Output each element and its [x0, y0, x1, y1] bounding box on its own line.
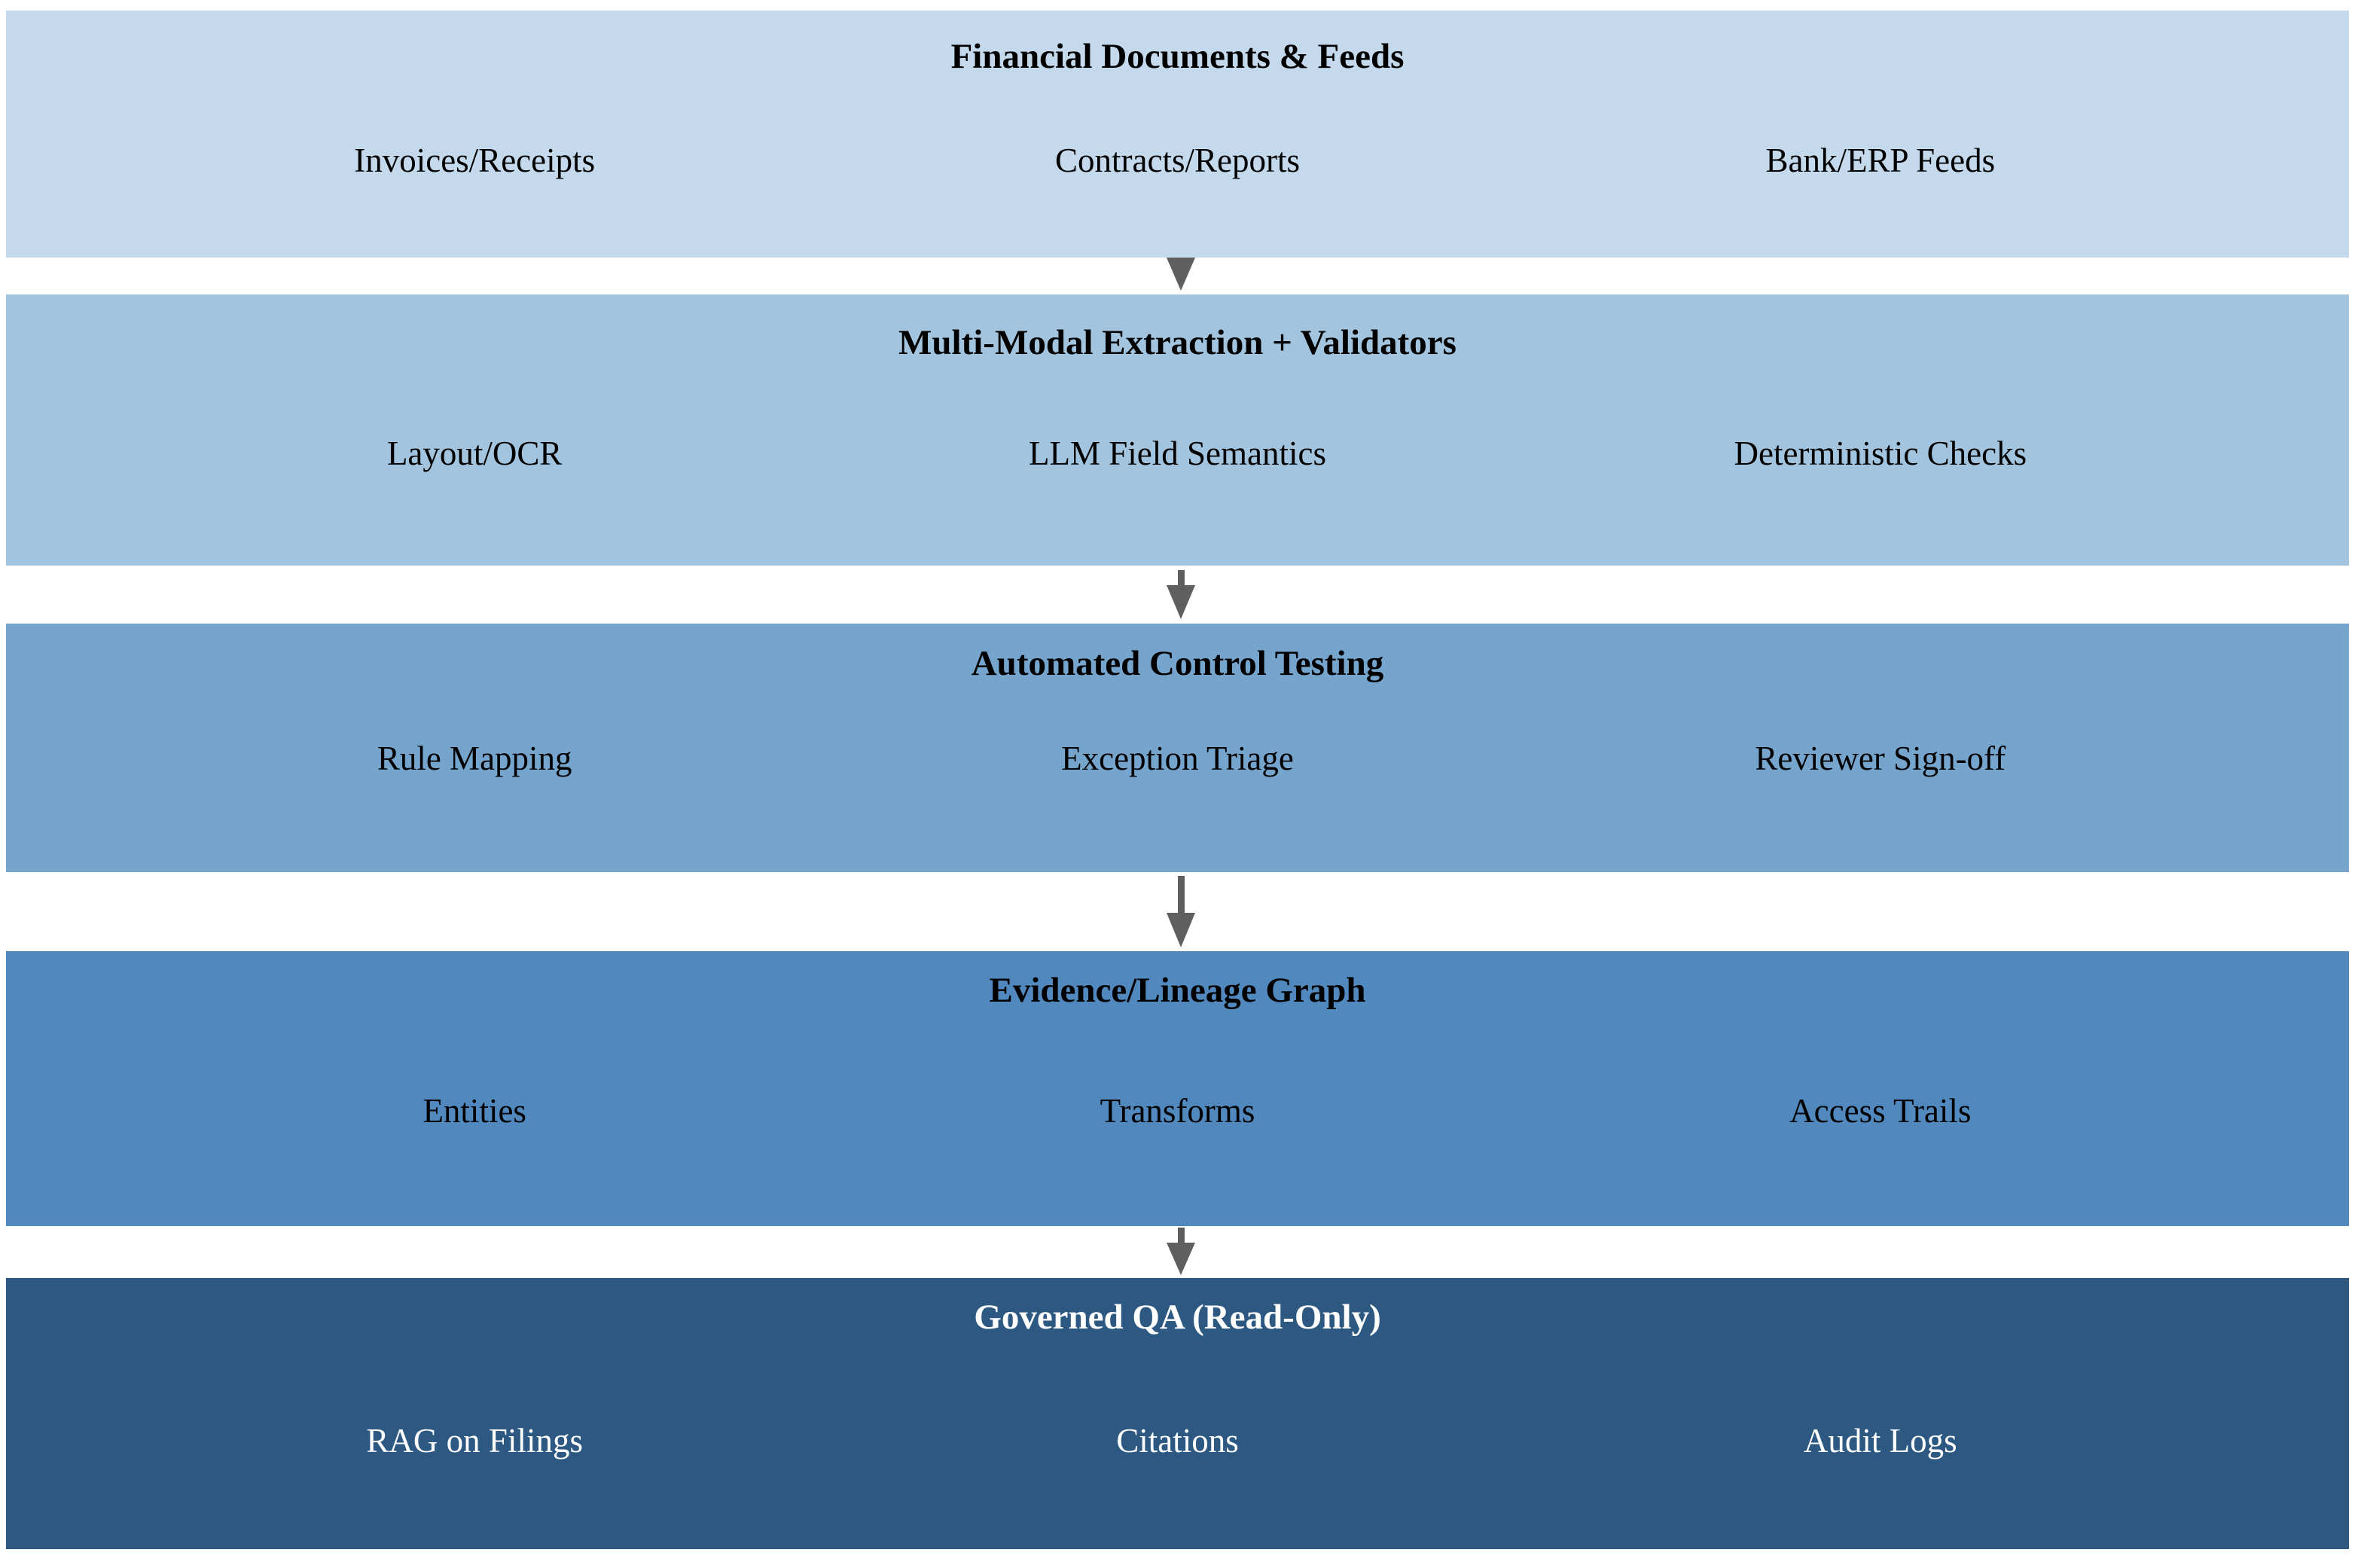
layer-item: Reviewer Sign-off	[1755, 740, 2006, 777]
layer-item: Contracts/Reports	[1055, 142, 1300, 179]
arrow-head	[1167, 258, 1195, 291]
layer-title: Multi-Modal Extraction + Validators	[898, 323, 1457, 362]
layer-item: Bank/ERP Feeds	[1765, 142, 1996, 179]
arrow-head	[1167, 585, 1195, 619]
layer-item: Invoices/Receipts	[354, 142, 596, 179]
layer-automated-control-testing: Automated Control Testing Rule Mapping E…	[6, 624, 2349, 872]
layer-item: Rule Mapping	[377, 740, 572, 777]
down-arrow-icon	[1167, 1228, 1195, 1275]
layer-item: Transforms	[1100, 1092, 1255, 1130]
layer-item: Layout/OCR	[386, 435, 563, 472]
arrow-stem	[1177, 1228, 1185, 1243]
layer-evidence-lineage-graph: Evidence/Lineage Graph Entities Transfor…	[6, 951, 2349, 1226]
layer-title: Financial Documents & Feeds	[950, 37, 1405, 76]
down-arrow-icon	[1167, 876, 1195, 947]
arrow-head	[1167, 913, 1195, 947]
layer-item: Exception Triage	[1061, 740, 1294, 777]
down-arrow-icon	[1167, 570, 1195, 619]
down-arrow-icon	[1167, 258, 1195, 291]
arrow-stem	[1177, 876, 1185, 913]
layer-multimodal-extraction-validators: Multi-Modal Extraction + Validators Layo…	[6, 294, 2349, 566]
layer-financial-documents-feeds: Financial Documents & Feeds Invoices/Rec…	[6, 11, 2349, 258]
layer-title: Automated Control Testing	[971, 644, 1384, 683]
layer-title: Evidence/Lineage Graph	[989, 971, 1366, 1010]
layer-item: LLM Field Semantics	[1029, 435, 1326, 472]
layer-item: Audit Logs	[1803, 1422, 1957, 1460]
arrow-stem	[1177, 570, 1185, 585]
layer-title: Governed QA (Read-Only)	[974, 1298, 1381, 1337]
arrow-head	[1167, 1243, 1195, 1275]
layer-item: Citations	[1116, 1422, 1239, 1460]
layer-governed-qa-read-only: Governed QA (Read-Only) RAG on Filings C…	[6, 1278, 2349, 1549]
layer-item: RAG on Filings	[366, 1422, 583, 1460]
layer-item: Access Trails	[1789, 1092, 1972, 1130]
layer-item: Entities	[422, 1092, 526, 1130]
layer-item: Deterministic Checks	[1734, 435, 2027, 472]
